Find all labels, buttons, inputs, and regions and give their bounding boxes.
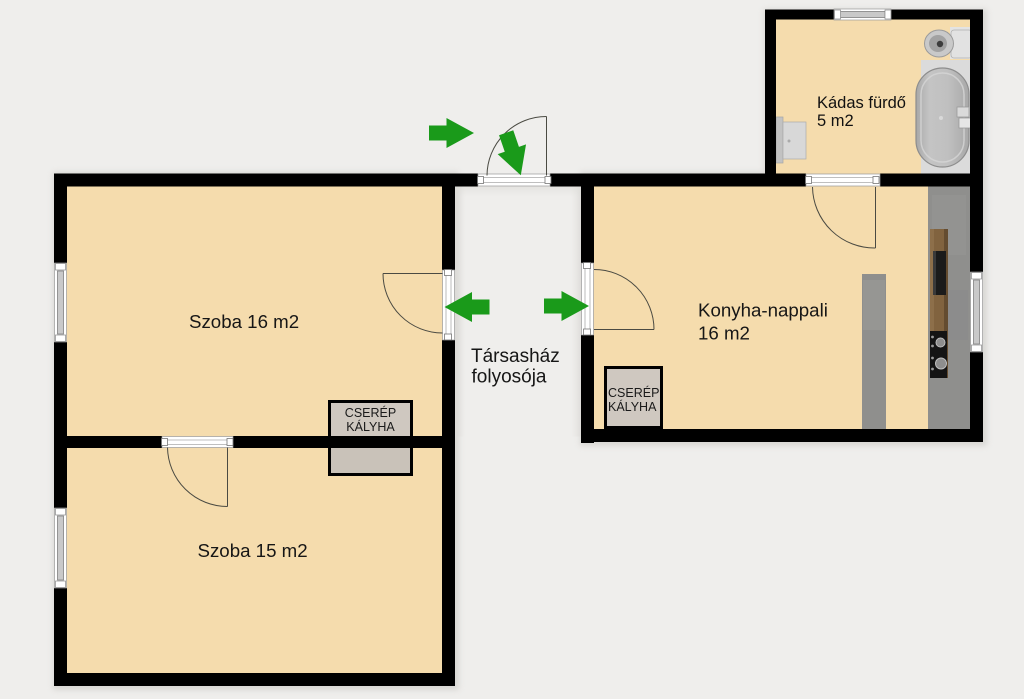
svg-text:folyosója: folyosója: [472, 367, 547, 388]
svg-text:CSERÉP: CSERÉP: [345, 405, 396, 420]
svg-text:Szoba 16 m2: Szoba 16 m2: [189, 311, 299, 332]
svg-text:Konyha-nappali: Konyha-nappali: [698, 300, 828, 321]
svg-text:5 m2: 5 m2: [817, 112, 854, 130]
svg-text:Társasház: Társasház: [471, 346, 560, 367]
svg-text:KÁLYHA: KÁLYHA: [608, 399, 657, 414]
svg-text:Kádas fürdő: Kádas fürdő: [817, 94, 906, 112]
svg-text:16 m2: 16 m2: [698, 323, 750, 344]
svg-text:KÁLYHA: KÁLYHA: [346, 419, 395, 434]
svg-text:Szoba 15 m2: Szoba 15 m2: [198, 540, 308, 561]
svg-text:CSERÉP: CSERÉP: [608, 385, 659, 400]
